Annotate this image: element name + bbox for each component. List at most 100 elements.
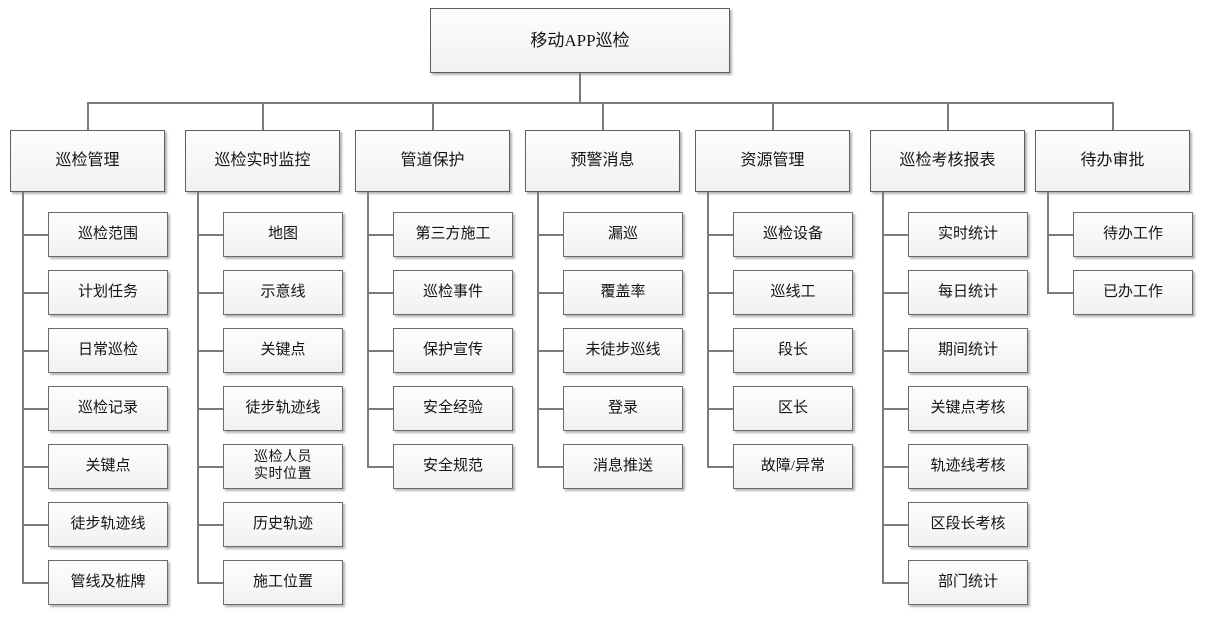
branch-drop-connector xyxy=(601,102,604,132)
leaf-node-1-5[interactable]: 关键点 xyxy=(48,444,168,489)
leaf-stub-connector xyxy=(198,523,223,526)
leaf-node-4-4[interactable]: 登录 xyxy=(563,386,683,431)
branch-spine-connector xyxy=(882,192,884,584)
branch-node-4[interactable]: 预警消息 xyxy=(525,130,680,192)
branch-spine-connector xyxy=(22,192,24,584)
leaf-stub-connector xyxy=(368,291,393,294)
leaf-stub-connector xyxy=(198,407,223,410)
leaf-stub-connector xyxy=(708,291,733,294)
leaf-stub-connector xyxy=(368,233,393,236)
leaf-stub-connector xyxy=(23,291,48,294)
leaf-stub-connector xyxy=(198,581,223,584)
branch-drop-connector xyxy=(771,102,774,132)
leaf-node-1-4[interactable]: 巡检记录 xyxy=(48,386,168,431)
leaf-node-6-3[interactable]: 期间统计 xyxy=(908,328,1028,373)
leaf-node-4-3[interactable]: 未徒步巡线 xyxy=(563,328,683,373)
leaf-node-6-5[interactable]: 轨迹线考核 xyxy=(908,444,1028,489)
leaf-node-5-1[interactable]: 巡检设备 xyxy=(733,212,853,257)
leaf-node-3-5[interactable]: 安全规范 xyxy=(393,444,513,489)
leaf-node-3-1[interactable]: 第三方施工 xyxy=(393,212,513,257)
leaf-node-4-2[interactable]: 覆盖率 xyxy=(563,270,683,315)
leaf-node-6-2[interactable]: 每日统计 xyxy=(908,270,1028,315)
leaf-stub-connector xyxy=(198,233,223,236)
level2-bus-connector xyxy=(87,102,1113,104)
leaf-stub-connector xyxy=(883,291,908,294)
leaf-stub-connector xyxy=(23,581,48,584)
leaf-node-5-2[interactable]: 巡线工 xyxy=(733,270,853,315)
leaf-stub-connector xyxy=(883,407,908,410)
leaf-node-6-6[interactable]: 区段长考核 xyxy=(908,502,1028,547)
leaf-node-3-4[interactable]: 安全经验 xyxy=(393,386,513,431)
branch-spine-connector xyxy=(707,192,709,468)
leaf-stub-connector xyxy=(883,581,908,584)
branch-node-6[interactable]: 巡检考核报表 xyxy=(870,130,1025,192)
leaf-stub-connector xyxy=(708,465,733,468)
branch-spine-connector xyxy=(537,192,539,468)
leaf-stub-connector xyxy=(23,407,48,410)
leaf-stub-connector xyxy=(368,407,393,410)
leaf-node-6-4[interactable]: 关键点考核 xyxy=(908,386,1028,431)
leaf-stub-connector xyxy=(883,233,908,236)
leaf-node-5-5[interactable]: 故障/异常 xyxy=(733,444,853,489)
leaf-stub-connector xyxy=(883,349,908,352)
leaf-node-1-7[interactable]: 管线及桩牌 xyxy=(48,560,168,605)
leaf-stub-connector xyxy=(23,465,48,468)
branch-drop-connector xyxy=(431,102,434,132)
branch-spine-connector xyxy=(1047,192,1049,294)
branch-node-5[interactable]: 资源管理 xyxy=(695,130,850,192)
branch-drop-connector xyxy=(1111,102,1114,132)
leaf-stub-connector xyxy=(1048,233,1073,236)
leaf-node-3-2[interactable]: 巡检事件 xyxy=(393,270,513,315)
leaf-node-2-7[interactable]: 施工位置 xyxy=(223,560,343,605)
leaf-node-7-1[interactable]: 待办工作 xyxy=(1073,212,1193,257)
leaf-stub-connector xyxy=(198,349,223,352)
leaf-stub-connector xyxy=(23,523,48,526)
leaf-stub-connector xyxy=(368,349,393,352)
leaf-node-5-4[interactable]: 区长 xyxy=(733,386,853,431)
root-node[interactable]: 移动APP巡检 xyxy=(430,8,730,73)
leaf-node-1-6[interactable]: 徒步轨迹线 xyxy=(48,502,168,547)
branch-node-7[interactable]: 待办审批 xyxy=(1035,130,1190,192)
branch-spine-connector xyxy=(367,192,369,468)
branch-drop-connector xyxy=(946,102,949,132)
leaf-node-2-6[interactable]: 历史轨迹 xyxy=(223,502,343,547)
leaf-node-6-7[interactable]: 部门统计 xyxy=(908,560,1028,605)
leaf-stub-connector xyxy=(708,233,733,236)
leaf-node-1-2[interactable]: 计划任务 xyxy=(48,270,168,315)
leaf-node-2-5[interactable]: 巡检人员 实时位置 xyxy=(223,444,343,489)
leaf-node-2-3[interactable]: 关键点 xyxy=(223,328,343,373)
branch-spine-connector xyxy=(197,192,199,584)
leaf-stub-connector xyxy=(23,233,48,236)
leaf-stub-connector xyxy=(538,465,563,468)
leaf-stub-connector xyxy=(368,465,393,468)
leaf-node-7-2[interactable]: 已办工作 xyxy=(1073,270,1193,315)
branch-drop-connector xyxy=(86,102,89,132)
leaf-node-6-1[interactable]: 实时统计 xyxy=(908,212,1028,257)
leaf-stub-connector xyxy=(198,465,223,468)
leaf-node-2-2[interactable]: 示意线 xyxy=(223,270,343,315)
leaf-stub-connector xyxy=(883,523,908,526)
branch-node-1[interactable]: 巡检管理 xyxy=(10,130,165,192)
leaf-stub-connector xyxy=(538,407,563,410)
branch-node-3[interactable]: 管道保护 xyxy=(355,130,510,192)
leaf-stub-connector xyxy=(198,291,223,294)
leaf-stub-connector xyxy=(538,291,563,294)
leaf-node-1-3[interactable]: 日常巡检 xyxy=(48,328,168,373)
leaf-stub-connector xyxy=(883,465,908,468)
leaf-stub-connector xyxy=(708,349,733,352)
root-stem-connector xyxy=(579,73,581,104)
leaf-stub-connector xyxy=(538,349,563,352)
leaf-node-5-3[interactable]: 段长 xyxy=(733,328,853,373)
leaf-node-4-5[interactable]: 消息推送 xyxy=(563,444,683,489)
leaf-stub-connector xyxy=(1048,291,1073,294)
branch-drop-connector xyxy=(261,102,264,132)
branch-node-2[interactable]: 巡检实时监控 xyxy=(185,130,340,192)
leaf-node-1-1[interactable]: 巡检范围 xyxy=(48,212,168,257)
leaf-node-2-1[interactable]: 地图 xyxy=(223,212,343,257)
leaf-node-2-4[interactable]: 徒步轨迹线 xyxy=(223,386,343,431)
leaf-stub-connector xyxy=(708,407,733,410)
leaf-stub-connector xyxy=(538,233,563,236)
leaf-node-3-3[interactable]: 保护宣传 xyxy=(393,328,513,373)
leaf-node-4-1[interactable]: 漏巡 xyxy=(563,212,683,257)
